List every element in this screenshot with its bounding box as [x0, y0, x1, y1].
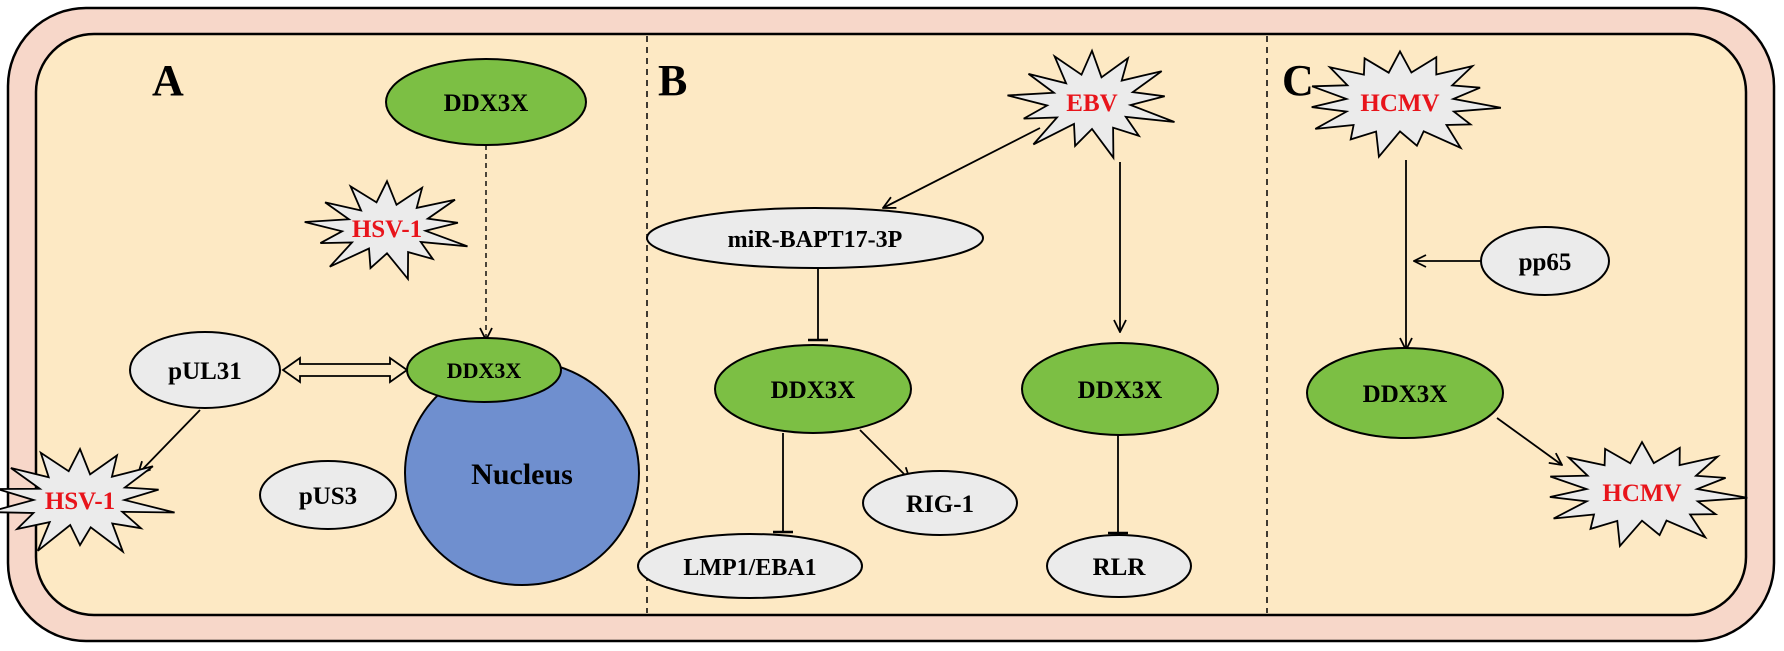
node-ddx3x-c: DDX3X: [1306, 347, 1504, 439]
svg-text:HCMV: HCMV: [1360, 90, 1439, 117]
svg-text:Nucleus: Nucleus: [471, 458, 573, 491]
node-pp65: pp65: [1480, 226, 1610, 296]
edge-ebv-to-mirna: [883, 127, 1041, 208]
svg-text:DDX3X: DDX3X: [444, 90, 529, 117]
svg-text:pUL31: pUL31: [168, 358, 242, 385]
svg-text:pp65: pp65: [1519, 249, 1572, 276]
node-hsv1-outer: HSV-1: [0, 446, 175, 555]
panel-letter-a: A: [152, 56, 184, 105]
node-ddx3x-b-left: DDX3X: [714, 344, 912, 434]
node-mirna: miR-BAPT17-3P: [646, 207, 984, 269]
svg-text:HSV-1: HSV-1: [45, 488, 115, 515]
svg-text:DDX3X: DDX3X: [1363, 381, 1448, 408]
svg-text:HCMV: HCMV: [1602, 480, 1681, 507]
svg-text:RLR: RLR: [1093, 554, 1147, 581]
svg-text:DDX3X: DDX3X: [771, 377, 856, 404]
panel-letter-c: C: [1282, 56, 1314, 105]
node-rig1: RIG-1: [862, 470, 1018, 536]
panel-letter-b: B: [658, 56, 687, 105]
svg-text:HSV-1: HSV-1: [352, 216, 422, 243]
svg-text:LMP1/EBA1: LMP1/EBA1: [683, 555, 816, 581]
edge-ddx3x-to-rig1: [859, 429, 910, 480]
node-pul31: pUL31: [129, 331, 281, 409]
node-hcmv-bottom: HCMV: [1549, 440, 1748, 549]
node-hcmv-top: HCMV: [1311, 49, 1502, 159]
node-ddx3x-a-nuclear: DDX3X: [406, 337, 562, 403]
svg-text:RIG-1: RIG-1: [906, 491, 974, 518]
node-ebv: EBV: [1007, 48, 1175, 161]
svg-text:EBV: EBV: [1066, 90, 1117, 117]
node-lmp1-eba1: LMP1/EBA1: [637, 533, 863, 599]
node-ddx3x-b-right: DDX3X: [1021, 342, 1219, 436]
svg-text:DDX3X: DDX3X: [1078, 377, 1163, 404]
node-hsv1-inner: HSV-1: [304, 179, 468, 282]
svg-text:DDX3X: DDX3X: [447, 358, 522, 383]
svg-text:miR-BAPT17-3P: miR-BAPT17-3P: [728, 227, 903, 253]
svg-text:pUS3: pUS3: [299, 483, 357, 510]
edge-pul31-to-hsv1: [138, 409, 201, 474]
edge-ddx3x-to-hcmv: [1496, 417, 1562, 465]
node-pus3: pUS3: [259, 460, 397, 530]
node-rlr: RLR: [1046, 534, 1192, 598]
node-ddx3x-a-top: DDX3X: [385, 58, 587, 146]
node-nucleus: Nucleus: [404, 360, 640, 586]
